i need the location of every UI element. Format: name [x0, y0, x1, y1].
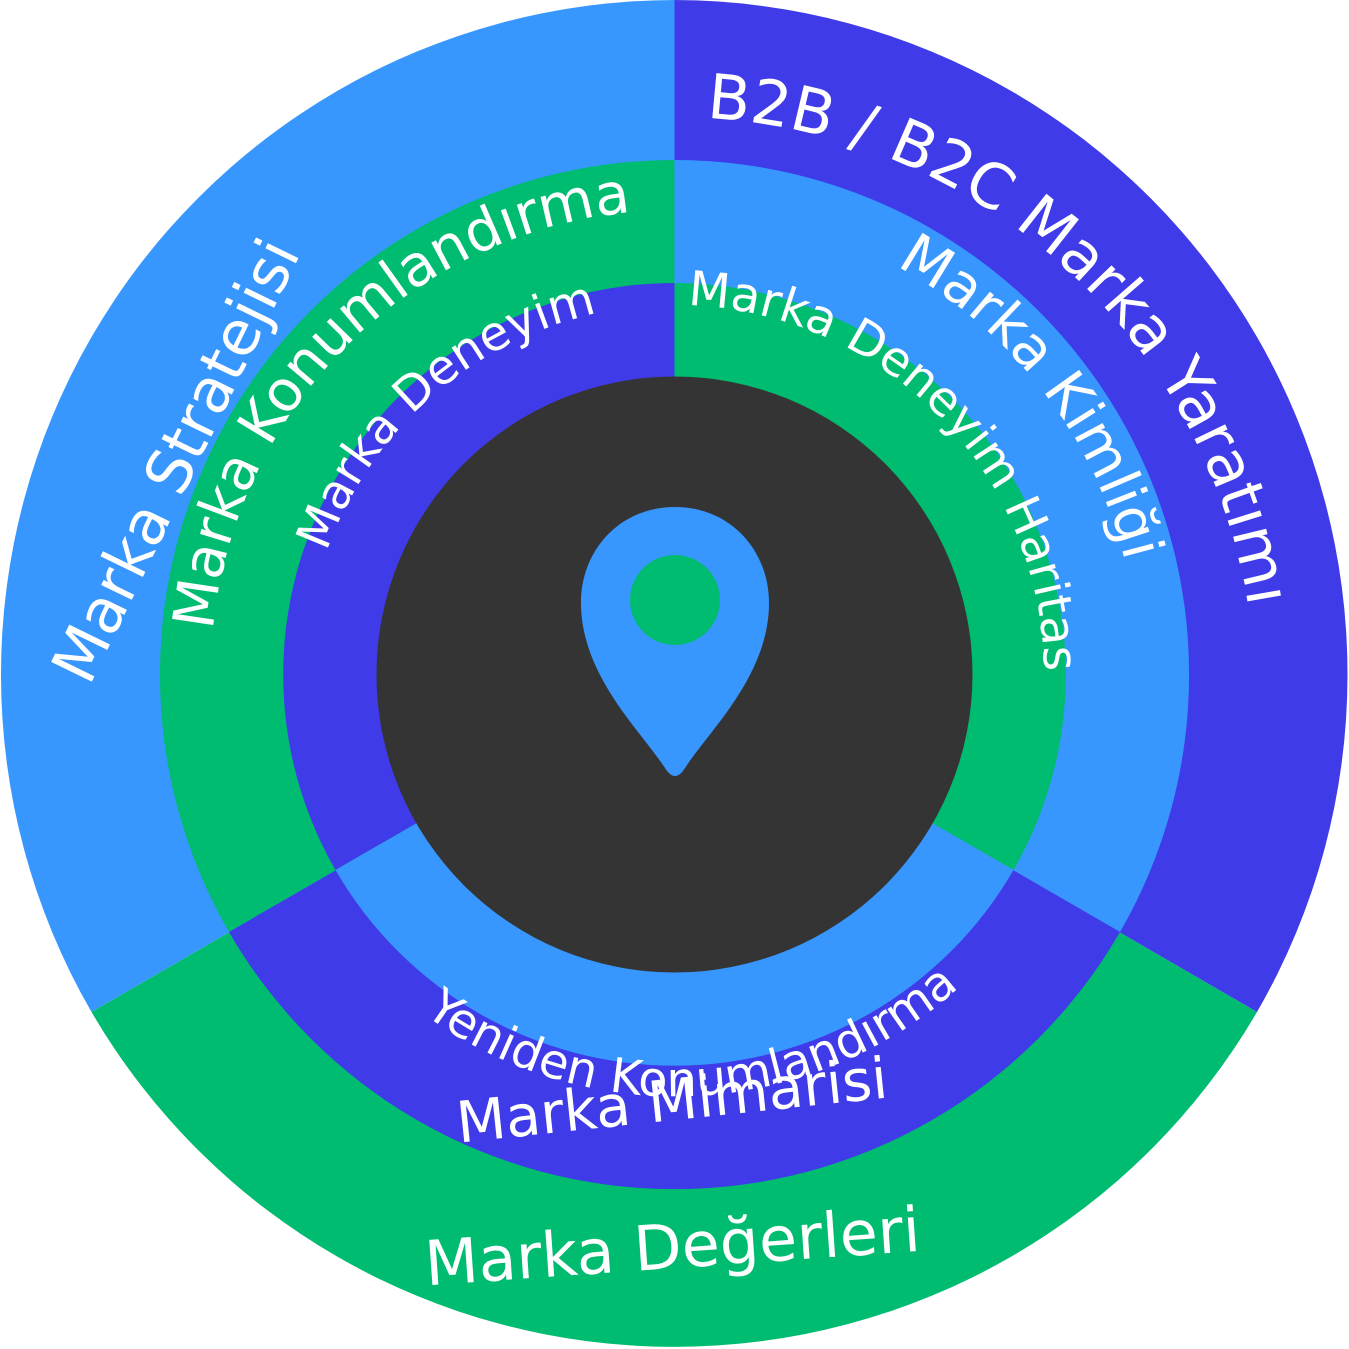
location-pin-icon	[581, 507, 769, 776]
